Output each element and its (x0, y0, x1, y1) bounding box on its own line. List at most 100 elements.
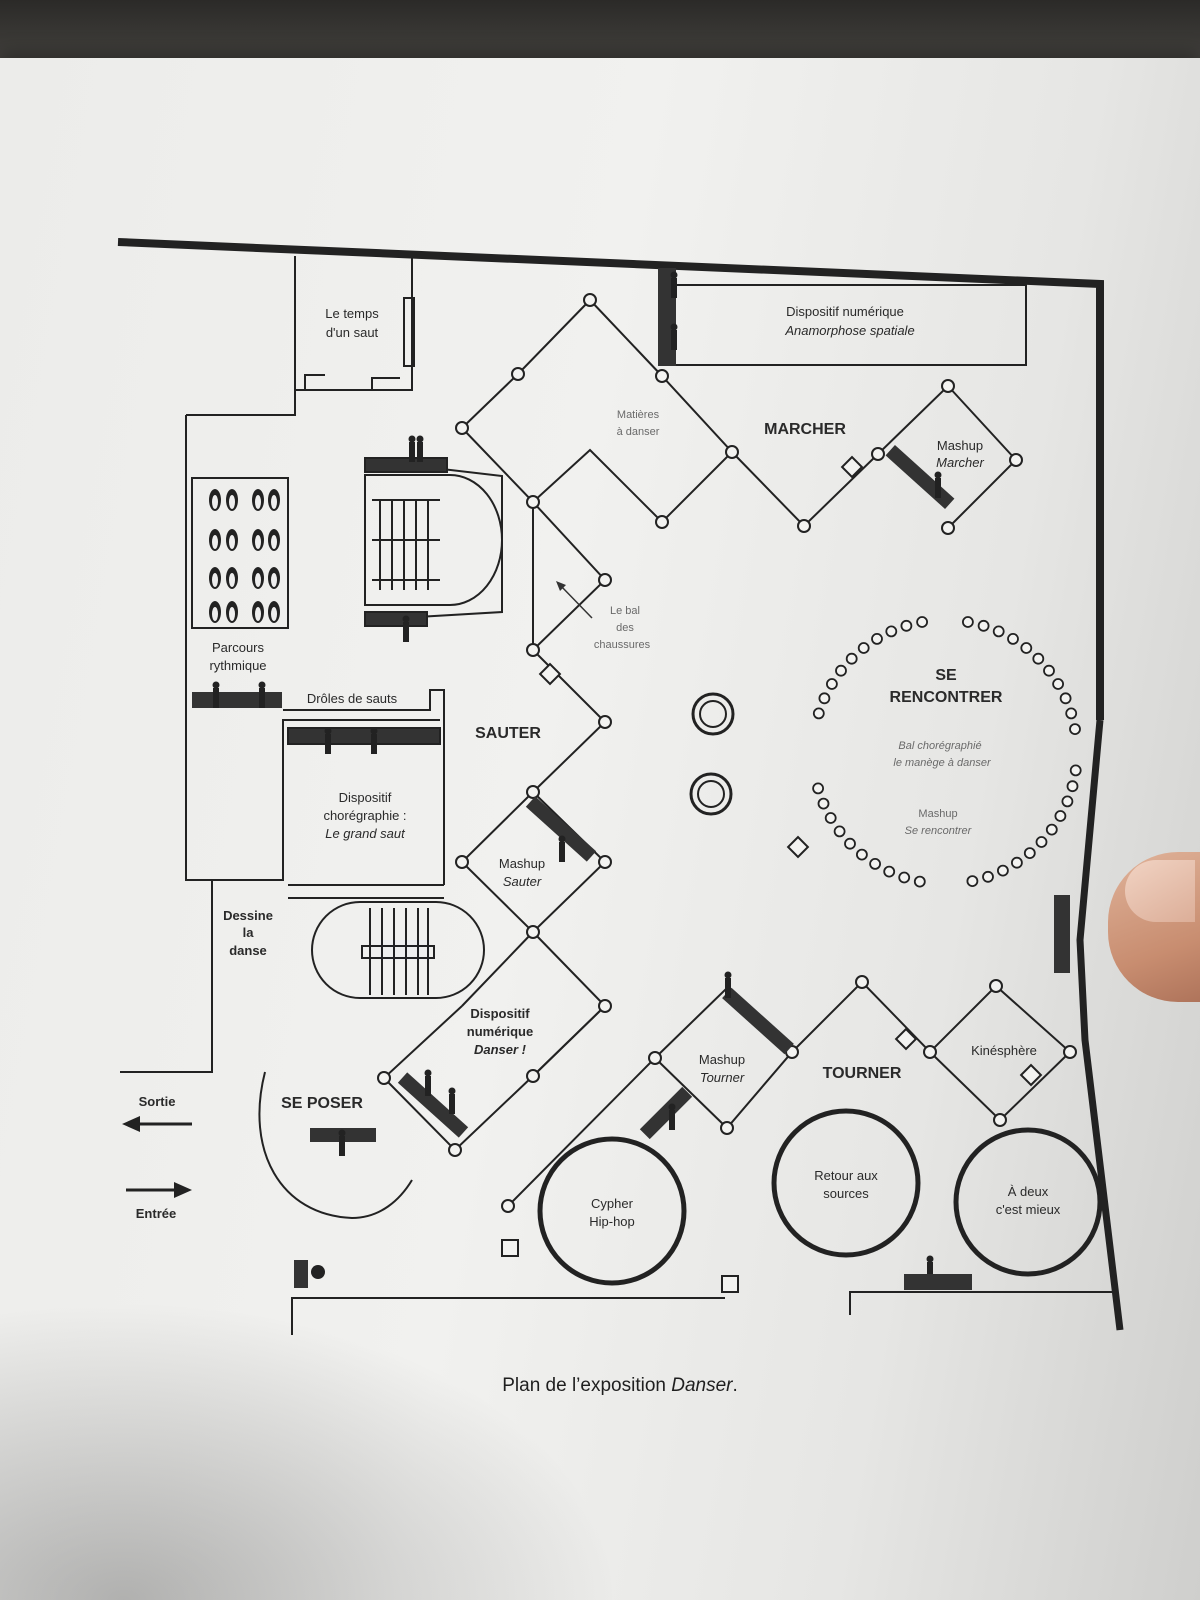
label-temps-saut-1: Le temps (325, 306, 379, 321)
square-markers (501, 455, 1043, 1293)
circle-marker-icon (833, 825, 846, 838)
circle-marker-icon (1045, 823, 1058, 836)
arrow-head-bal (556, 581, 566, 591)
arrow-left-icon (122, 1116, 192, 1132)
section-marcher: MARCHER (764, 421, 846, 438)
label-bal-3: chaussures (594, 639, 651, 651)
label-matieres-1: Matières (617, 409, 660, 421)
circle-marker-icon (845, 652, 858, 665)
footprint-panel (191, 477, 289, 629)
label-grand-saut-2: chorégraphie : (323, 808, 406, 823)
label-mashup-sauter-2: Sauter (503, 874, 542, 889)
circle-marker-icon (913, 875, 926, 888)
paper-shadow (0, 1300, 620, 1600)
circle-marker-icon (962, 616, 974, 628)
caption-suffix: . (732, 1375, 738, 1396)
section-se-rencontrer-1: SE (935, 667, 957, 684)
outer-walls (117, 238, 1124, 1335)
circle-marker-icon (869, 858, 881, 870)
room-temps-saut (304, 297, 415, 390)
circle-marker-icon (1066, 780, 1079, 793)
section-sauter: SAUTER (475, 725, 541, 742)
label-danser-2: numérique (467, 1024, 533, 1039)
stairs-lower (311, 901, 485, 999)
circle-marker-icon (977, 619, 990, 632)
label-parcours-2: rythmique (209, 658, 266, 673)
circle-marker-icon (812, 782, 824, 795)
circle-marker-icon (856, 848, 868, 861)
circle-marker-icon (885, 625, 898, 638)
circle-marker-icon (1052, 678, 1064, 690)
rencontrer-ring (812, 616, 1082, 888)
arrow-bal (559, 584, 593, 619)
circle-marker-icon (1054, 810, 1067, 822)
label-entree: Entrée (136, 1206, 176, 1221)
label-temps-saut-2: d'un saut (326, 325, 379, 340)
plan-caption: Plan de l’exposition Danser. (0, 1375, 1200, 1397)
label-grand-saut-3: Le grand saut (325, 826, 406, 841)
se-poser-curve (258, 1071, 413, 1220)
circle-marker-icon (1032, 652, 1045, 665)
circle-marker-icon (982, 870, 994, 883)
circle-marker-icon (966, 875, 979, 887)
label-bal-chore-2: le manège à danser (893, 757, 992, 769)
label-anamorphose-1: Dispositif numérique (786, 304, 904, 319)
circle-marker-icon (1065, 707, 1078, 720)
label-mashup-rencontrer-2: Se rencontrer (905, 825, 973, 837)
label-mashup-rencontrer-1: Mashup (918, 808, 957, 820)
screen-cypher (639, 1086, 693, 1140)
circle-marker-icon (835, 664, 847, 677)
caption-prefix: Plan de l’exposition (502, 1375, 672, 1396)
circle-marker-icon (1069, 764, 1082, 777)
circle-marker-icon (1069, 723, 1081, 735)
circle-marker-icon (1023, 847, 1036, 859)
stairs-upper (364, 457, 503, 627)
columns (689, 692, 735, 816)
circle-marker-icon (857, 642, 870, 654)
label-cypher-1: Cypher (591, 1196, 634, 1211)
circle-marker-icon (812, 707, 825, 720)
label-cypher-2: Hip-hop (589, 1214, 635, 1229)
label-danser-1: Dispositif (470, 1006, 530, 1021)
caption-title: Danser (671, 1375, 733, 1396)
label-mashup-marcher-2: Marcher (936, 455, 984, 470)
circle-marker-icon (916, 616, 928, 628)
label-danser-3: Danser ! (474, 1042, 527, 1057)
circle-marker-icon (1059, 692, 1072, 705)
circle-marker-icon (1043, 664, 1055, 677)
marker-entrance (294, 1260, 308, 1288)
label-bal-2: des (616, 622, 634, 634)
label-parcours-1: Parcours (212, 640, 265, 655)
label-matieres-2: à danser (617, 426, 660, 438)
circle-marker-icon (824, 812, 837, 824)
circle-marker-icon (992, 625, 1005, 638)
circle-marker-icon (1011, 856, 1023, 869)
label-kinesphere: Kinésphère (971, 1043, 1037, 1058)
circle-marker-icon (1020, 642, 1033, 654)
camera-icon (311, 1265, 325, 1279)
circle-marker-icon (817, 797, 830, 810)
bench-south (904, 1274, 972, 1290)
circle-marker-icon (883, 865, 896, 878)
screen-east (1054, 895, 1070, 973)
label-adeux-1: À deux (1008, 1184, 1049, 1199)
label-retour-1: Retour aux (814, 1168, 878, 1183)
label-anamorphose-2: Anamorphose spatiale (784, 323, 914, 338)
label-mashup-sauter-1: Mashup (499, 856, 545, 871)
circle-marker-icon (818, 692, 831, 705)
label-grand-saut-1: Dispositif (339, 790, 392, 805)
circle-marker-icon (898, 871, 911, 884)
circle-marker-icon (997, 864, 1009, 877)
circle-marker-icon (900, 619, 913, 632)
label-bal-1: Le bal (610, 605, 640, 617)
paper-sheet (0, 58, 1200, 1600)
label-adeux-2: c'est mieux (996, 1202, 1061, 1217)
label-droles-sauts: Drôles de sauts (307, 691, 398, 706)
rope-posts (377, 293, 1077, 1213)
circle-marker-icon (826, 678, 838, 690)
circle-marker-icon (871, 633, 883, 645)
label-mashup-tourner-2: Tourner (700, 1070, 745, 1085)
circle-marker-icon (844, 837, 856, 850)
label-dessine-1: Dessine (223, 908, 273, 923)
